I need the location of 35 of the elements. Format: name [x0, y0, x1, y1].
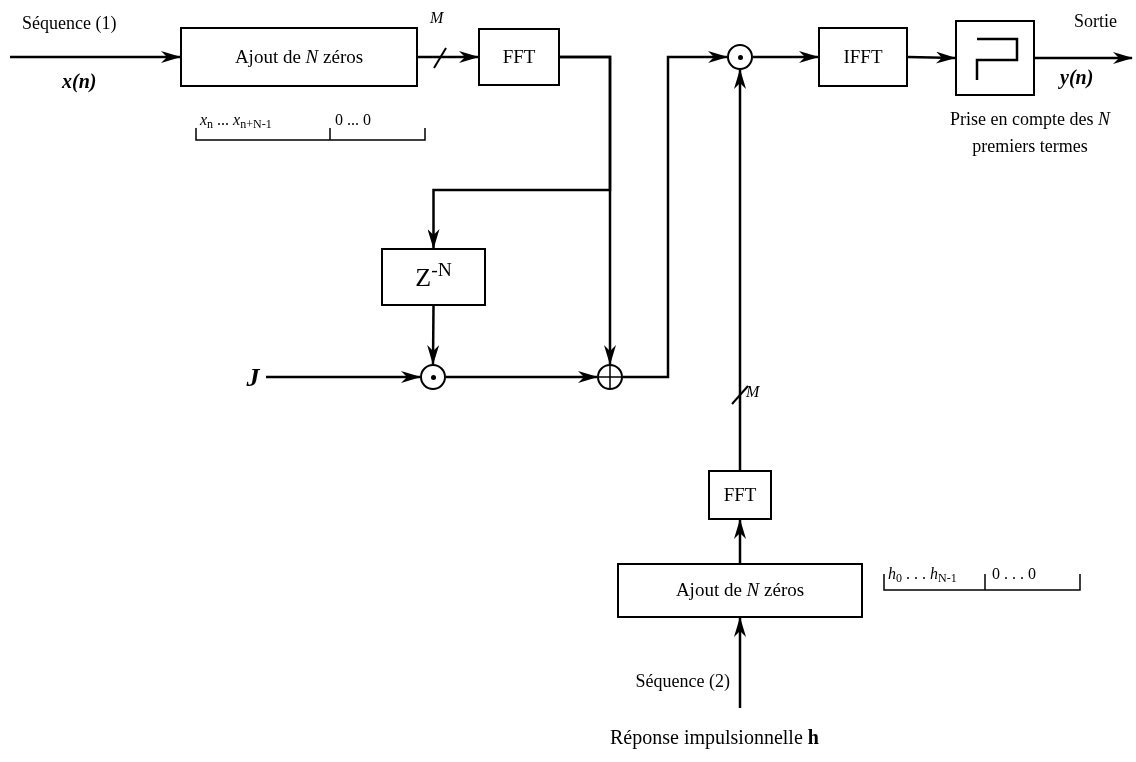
process-box: FFT — [478, 28, 560, 86]
process-box: FFT — [708, 470, 772, 520]
signal-arrow — [418, 51, 479, 63]
annotation-text: Réponse impulsionnelle h — [610, 725, 819, 751]
process-box: Z$^{-N}$ — [381, 248, 486, 306]
signal-arrow — [560, 55, 616, 365]
truncation-box — [955, 20, 1035, 96]
edge-label: Sortie — [1074, 10, 1117, 33]
annotation-text: 0 ... 0 — [335, 110, 371, 130]
annotation-text: Prise en compte des N premiers termes — [949, 108, 1112, 158]
signal-arrow — [734, 519, 746, 563]
annotation-text: x$_{n}$ ... x$_{n+N-1}$ — [200, 110, 272, 132]
signal-arrow — [907, 51, 956, 64]
signal-label: x(n) — [62, 69, 97, 95]
bus-width-label: M — [746, 382, 760, 402]
annotation-text: 0 . . . 0 — [992, 564, 1036, 584]
input-symbol: J — [240, 360, 266, 394]
process-box: IFFT — [818, 27, 908, 87]
signal-arrow — [10, 51, 181, 63]
signal-arrow — [446, 371, 598, 383]
signal-arrow — [623, 51, 728, 379]
signal-arrow — [734, 69, 746, 470]
signal-arrow — [753, 51, 819, 63]
annotation-text: h$_{0}$ . . . h$_{N-1}$ — [888, 564, 957, 586]
signal-arrow — [266, 371, 421, 383]
bus-width-label: M — [430, 8, 444, 28]
process-box: Ajout de N zéros — [180, 27, 418, 87]
signal-label: y(n) — [1060, 65, 1094, 91]
signal-arrow — [734, 617, 746, 708]
process-box: Ajout de N zéros — [617, 563, 863, 618]
signal-arrow — [427, 306, 440, 365]
edge-label: Séquence (2) — [634, 670, 730, 693]
signal-arrow — [1035, 52, 1133, 64]
edge-label: Séquence (1) — [22, 12, 117, 35]
operator-circle — [597, 364, 623, 390]
